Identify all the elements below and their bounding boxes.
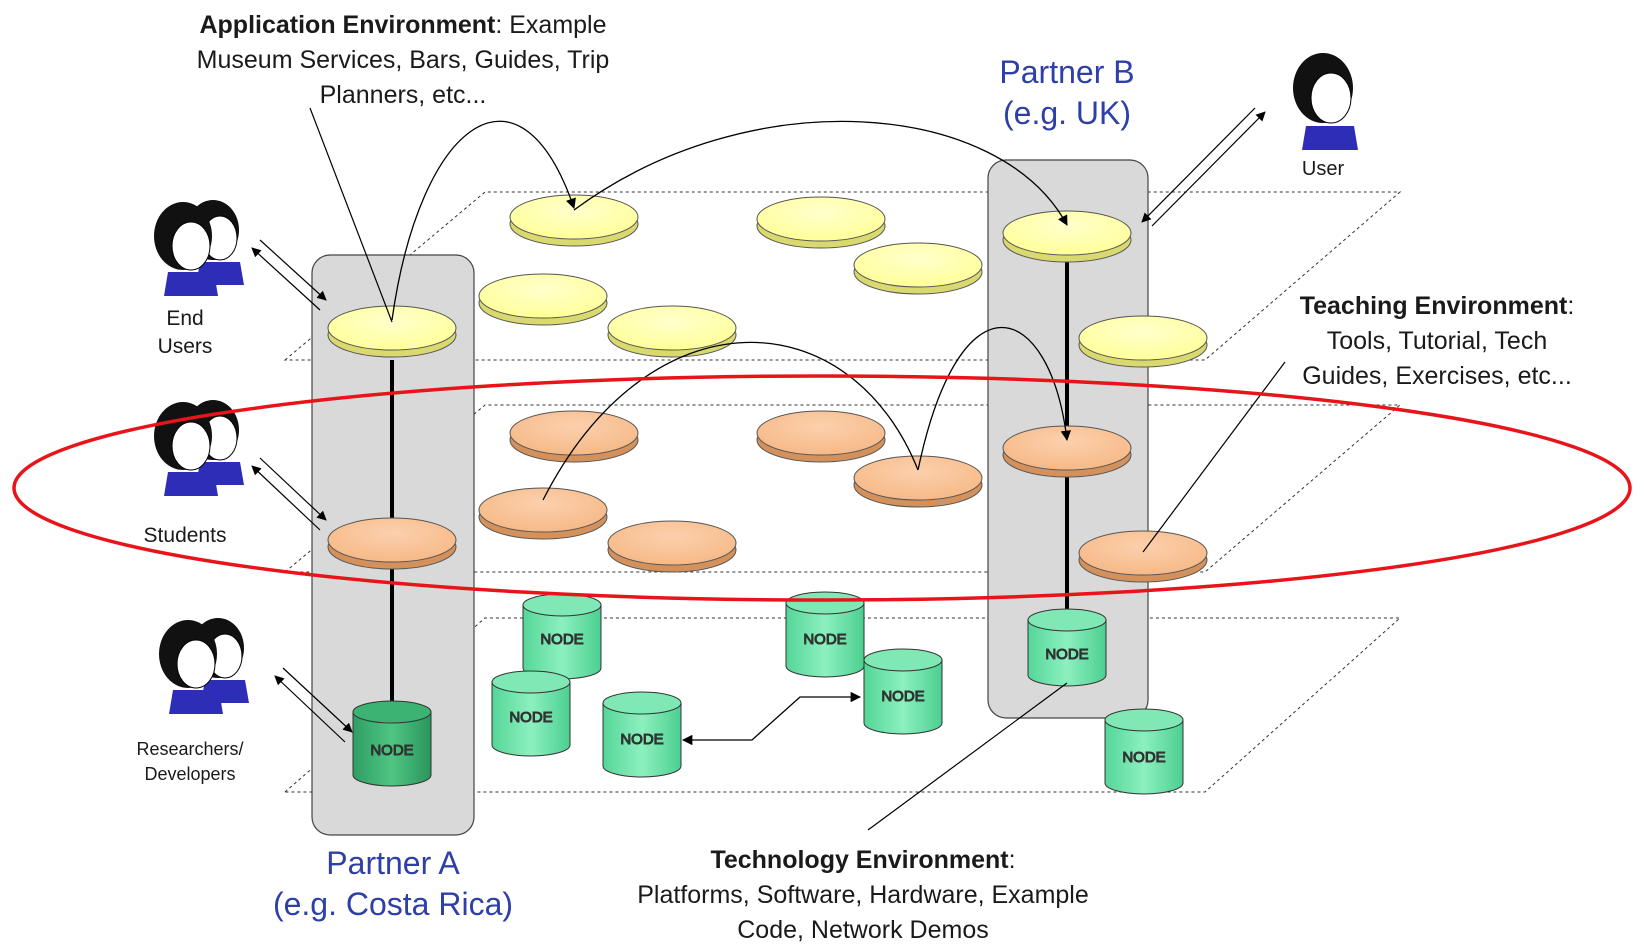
svg-text:Partner B: Partner B [999, 54, 1134, 90]
svg-text:Developers: Developers [144, 764, 235, 784]
researchers-icon [159, 618, 249, 714]
node-cylinder: NODE [522, 593, 602, 680]
end-users-label: End Users [158, 307, 213, 358]
teaching-disc [607, 520, 737, 573]
students-icon [154, 400, 244, 496]
svg-text:Teaching Environment:: Teaching Environment: [1300, 292, 1575, 320]
researchers-label: Researchers/ Developers [136, 739, 243, 784]
node-cylinder: NODE [352, 700, 432, 787]
node-label: NODE [1122, 749, 1165, 766]
svg-text:Students: Students [144, 524, 227, 547]
teaching-environment-label: Teaching Environment: Tools, Tutorial, T… [1300, 292, 1575, 390]
teaching-disc [1078, 530, 1208, 583]
teaching-disc [509, 410, 639, 463]
node-cylinder: NODE [785, 591, 865, 678]
node-label: NODE [540, 631, 583, 648]
user-arrows [251, 107, 1266, 743]
user-label: User [1302, 158, 1345, 180]
application-disc [756, 196, 886, 249]
application-disc [1078, 315, 1208, 368]
technology-environment-label: Technology Environment: Platforms, Softw… [637, 846, 1089, 944]
application-disc [853, 242, 983, 295]
svg-text:Technology Environment:: Technology Environment: [710, 846, 1015, 874]
node-link-arrow [681, 691, 862, 746]
application-environment-label: Application Environment: Example Museum … [197, 11, 610, 109]
technology-nodes: NODE NODE NODE NODE NODE NODE [352, 591, 1184, 795]
svg-text:Application Environment: Examp: Application Environment: Example [199, 11, 606, 39]
svg-text:Guides, Exercises, etc...: Guides, Exercises, etc... [1302, 362, 1572, 390]
application-plane [283, 191, 1402, 361]
application-disc [327, 305, 457, 358]
node-label: NODE [620, 731, 663, 748]
svg-text:User: User [1302, 158, 1345, 180]
node-label: NODE [370, 742, 413, 759]
application-disc [607, 305, 737, 358]
application-disc [478, 273, 608, 326]
node-label: NODE [803, 631, 846, 648]
partner-b-label: Partner B (e.g. UK) [999, 54, 1134, 131]
node-cylinder: NODE [1027, 608, 1107, 687]
svg-text:(e.g. Costa Rica): (e.g. Costa Rica) [273, 886, 513, 922]
node-label: NODE [509, 709, 552, 726]
svg-text:Museum Services, Bars, Guides,: Museum Services, Bars, Guides, Trip [197, 46, 610, 74]
svg-text:End: End [166, 307, 203, 330]
application-disc [509, 194, 639, 247]
svg-text:Planners, etc...: Planners, etc... [320, 81, 487, 109]
svg-text:Platforms, Software, Hardware,: Platforms, Software, Hardware, Example [637, 881, 1089, 909]
node-cylinder: NODE [602, 691, 682, 778]
svg-text:Users: Users [158, 335, 213, 358]
teaching-discs [327, 410, 1208, 583]
node-label: NODE [1045, 646, 1088, 663]
students-label: Students [144, 524, 227, 547]
end-users-icon [154, 200, 244, 296]
user-icon [1293, 53, 1358, 150]
application-discs [327, 194, 1208, 368]
svg-text:Partner A: Partner A [326, 845, 460, 881]
node-label: NODE [881, 688, 924, 705]
teaching-disc [1002, 425, 1132, 478]
svg-text:Code, Network Demos: Code, Network Demos [737, 916, 988, 944]
partner-a-label: Partner A (e.g. Costa Rica) [273, 845, 513, 922]
node-cylinder: NODE [863, 648, 943, 735]
flow-arrows [391, 120, 1072, 501]
teaching-disc [478, 487, 608, 540]
svg-text:(e.g. UK): (e.g. UK) [1003, 95, 1131, 131]
svg-text:Tools, Tutorial, Tech: Tools, Tutorial, Tech [1327, 327, 1547, 355]
teaching-disc [756, 410, 886, 463]
node-cylinder: NODE [1104, 708, 1184, 795]
node-cylinder: NODE [491, 670, 571, 757]
teaching-highlight-ellipse [12, 374, 1632, 602]
svg-text:Researchers/: Researchers/ [136, 739, 243, 759]
teaching-disc [327, 517, 457, 570]
teaching-disc [853, 455, 983, 508]
application-disc [1002, 210, 1132, 263]
